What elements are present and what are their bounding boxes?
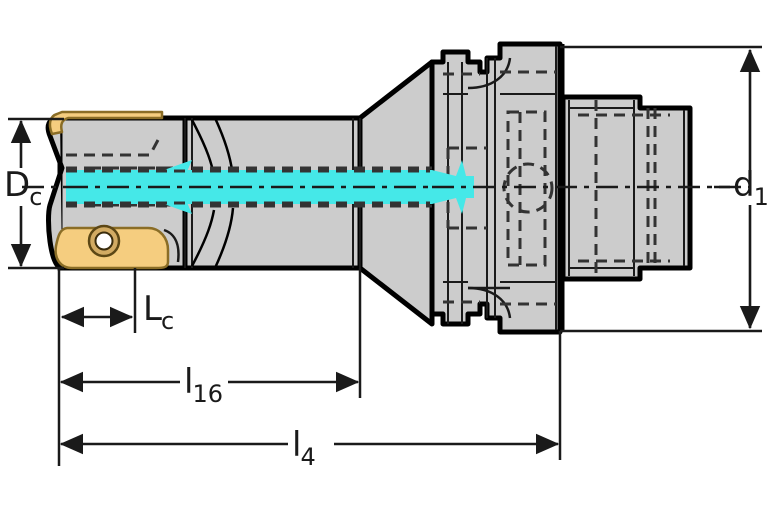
insert-pocket-seat-line: [163, 228, 180, 263]
dimension-label-l16: l16: [184, 362, 224, 406]
dim-l16-subscript: 16: [192, 380, 223, 408]
dimension-arrows: [10, 48, 761, 455]
dim-d1-symbol: d: [733, 165, 755, 205]
dim-lc-subscript: c: [160, 307, 175, 335]
dim-l4-symbol: l: [292, 425, 302, 465]
dim-dc-symbol: D: [4, 165, 31, 205]
dim-l4-subscript: 4: [300, 443, 316, 471]
flange-drive-slot-arcs: [467, 57, 512, 319]
dim-l16-symbol: l: [184, 362, 194, 402]
dim-dc-subscript: c: [29, 183, 43, 211]
dim-d1-subscript: 1: [753, 183, 767, 211]
coolant-outlet-left: [150, 160, 200, 214]
dimension-label-d1: d1: [733, 165, 767, 209]
insert-screw-hole-inner: [94, 231, 114, 251]
dim-lc-symbol: L: [143, 289, 162, 329]
dimension-label-l4: l4: [292, 425, 317, 469]
dimension-label-dc: Dc: [4, 165, 43, 209]
extension-lines: [8, 45, 762, 466]
hidden-detail-lines: [66, 70, 670, 306]
dimension-label-lc: Lc: [143, 289, 175, 333]
insert-group: [48, 110, 180, 270]
